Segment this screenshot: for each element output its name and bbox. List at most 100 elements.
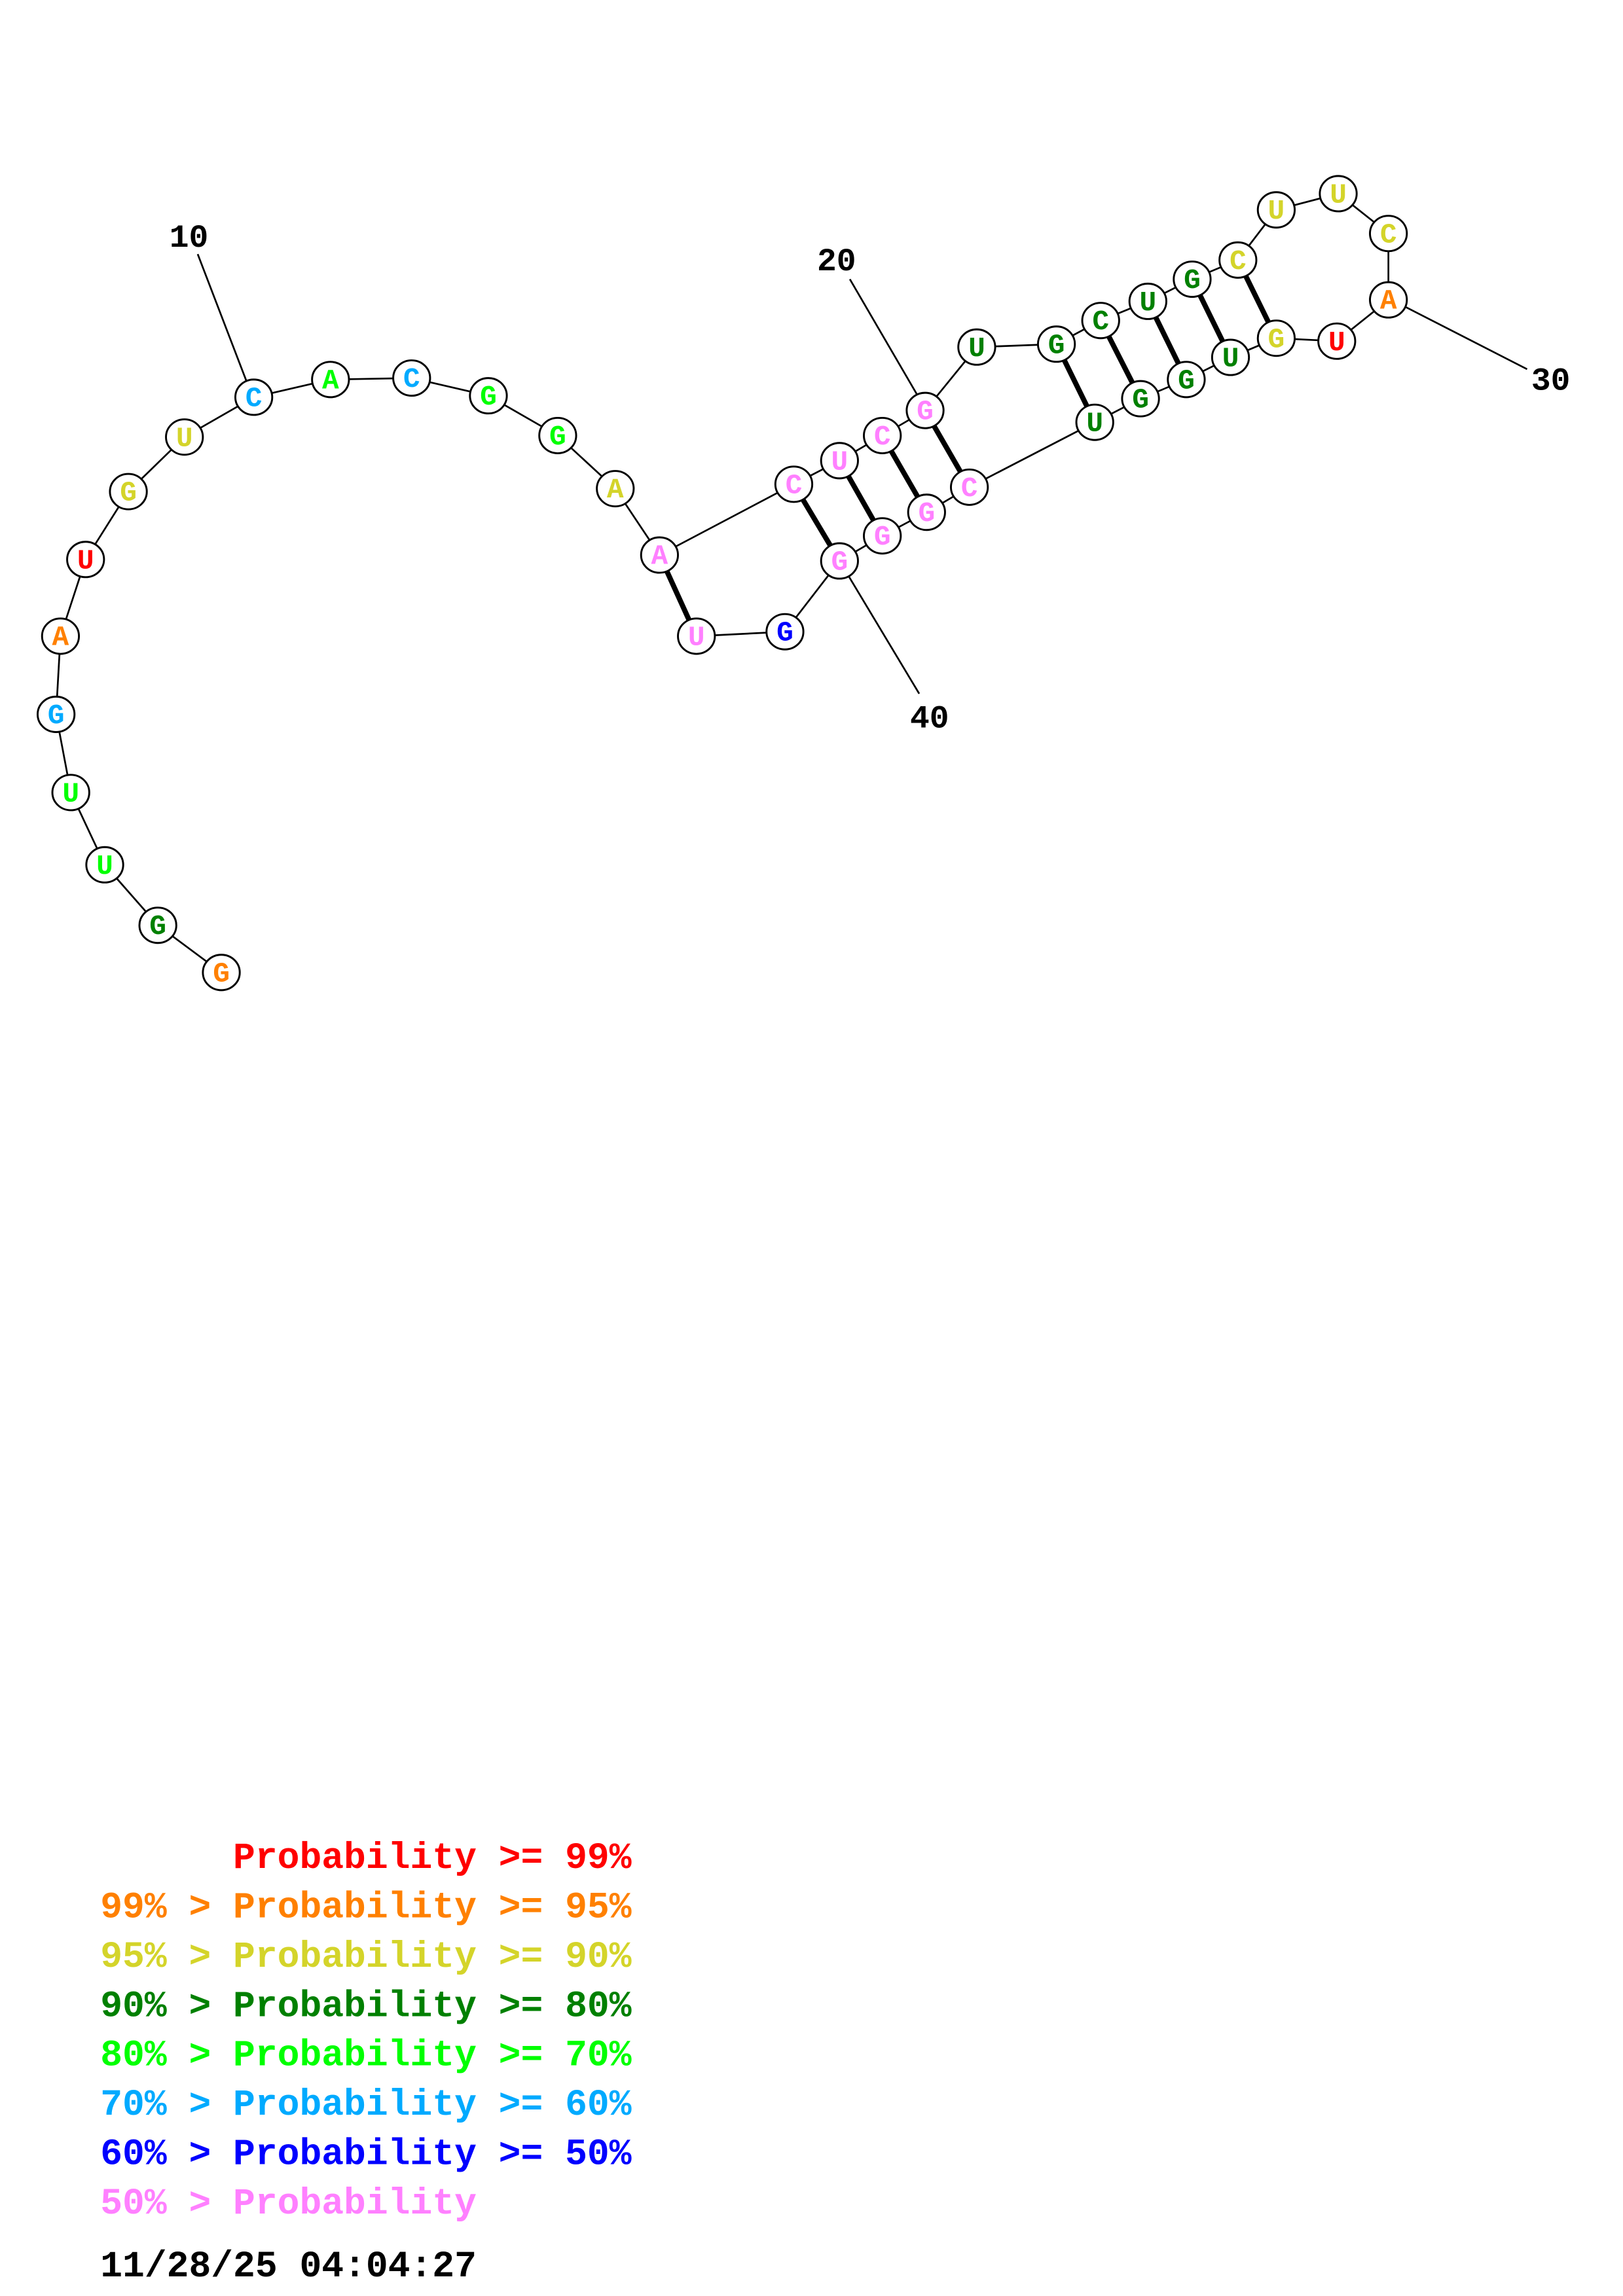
nucleotide-circle: [905, 391, 945, 429]
nucleotide-40: G: [820, 542, 859, 580]
nucleotide-letter: G: [213, 958, 230, 990]
nucleotide-circle: [1369, 215, 1408, 253]
nucleotide-circle: [1173, 260, 1212, 298]
nucleotide-19: C: [863, 416, 902, 455]
nucleotide-circle: [85, 846, 124, 884]
nucleotide-circle: [1036, 325, 1076, 363]
nucleotide-35: G: [1121, 380, 1160, 418]
nucleotide-circle: [957, 328, 996, 366]
nucleotide-letter: U: [1328, 327, 1345, 359]
nucleotide-27: U: [1256, 191, 1296, 229]
nucleotide-circle: [596, 470, 635, 508]
legend-entry: 80% > Probability >= 70%: [100, 2035, 631, 2077]
tick-label-40: 40: [910, 701, 949, 738]
tick-line-10: [196, 253, 247, 382]
legend-entry: 99% > Probability >= 95%: [100, 1886, 631, 1928]
nucleotide-circle: [1075, 403, 1114, 441]
legend-entry: 95% > Probability >= 90%: [100, 1936, 631, 1978]
nucleotide-circle: [1319, 175, 1358, 213]
tick-line-40: [847, 575, 921, 694]
nucleotide-circle: [677, 617, 716, 655]
legend-entry: 50% > Probability: [100, 2183, 477, 2225]
nucleotide-23: C: [1081, 302, 1120, 340]
nucleotide-37: C: [950, 468, 989, 506]
nucleotide-9: U: [165, 418, 204, 456]
nucleotide-circle: [863, 517, 902, 555]
nucleotide-41: G: [765, 613, 805, 651]
nucleotide-29: C: [1369, 215, 1408, 253]
nucleotide-33: U: [1211, 338, 1250, 376]
nucleotide-circle: [640, 536, 680, 574]
timestamp: 11/28/25 04:04:27: [100, 2246, 477, 2287]
nucleotide-11: A: [311, 361, 350, 399]
nucleotide-letter: G: [776, 617, 793, 649]
nucleotide-28: U: [1319, 175, 1358, 213]
nucleotide-circle: [66, 541, 105, 579]
nucleotide-circle: [1081, 302, 1120, 340]
nucleotide-letter: A: [52, 622, 69, 654]
nucleotide-15: A: [596, 470, 635, 508]
nucleotide-letter: G: [480, 381, 497, 413]
backbone-link: [969, 422, 1095, 488]
nucleotide-letter: C: [1230, 245, 1247, 278]
nucleotide-letter: U: [62, 778, 79, 810]
nucleotide-letter: A: [607, 474, 624, 506]
nucleotide-letter: C: [403, 363, 420, 395]
nucleotide-26: C: [1218, 241, 1258, 279]
nucleotide-circle: [392, 359, 431, 397]
nucleotide-circle: [1256, 319, 1296, 357]
nucleotide-16: A: [640, 536, 680, 574]
nucleotide-letter: U: [176, 422, 193, 454]
nucleotide-31: U: [1317, 322, 1357, 360]
nucleotide-24: U: [1128, 282, 1167, 320]
nucleotide-7: U: [66, 541, 105, 579]
nucleotide-36: U: [1075, 403, 1114, 441]
tick-line-20: [848, 278, 919, 397]
nucleotide-letter: G: [1268, 323, 1285, 355]
nucleotide-letter: U: [688, 622, 705, 654]
nucleotide-letter: U: [1330, 179, 1347, 211]
nucleotide-6: A: [41, 617, 81, 655]
nucleotide-letter: U: [1268, 195, 1285, 227]
nucleotide-letter: U: [1086, 408, 1103, 440]
nucleotide-letter: G: [120, 477, 137, 509]
nucleotide-38: G: [907, 493, 946, 531]
nucleotide-letter: U: [968, 332, 985, 365]
nucleotide-circle: [765, 613, 805, 651]
nucleotide-8: G: [109, 473, 148, 511]
legend-entry: 70% > Probability >= 60%: [100, 2084, 631, 2126]
nucleotide-letter: G: [549, 421, 566, 453]
nucleotide-14: G: [538, 416, 577, 455]
nucleotide-18: U: [820, 442, 859, 480]
nucleotide-circle: [820, 442, 859, 480]
nucleotide-circle: [37, 695, 76, 733]
nucleotide-letter: C: [786, 469, 803, 501]
tick-label-10: 10: [170, 220, 209, 257]
nucleotide-2: G: [138, 906, 177, 944]
nucleotide-17: C: [774, 465, 814, 503]
nucleotide-3: U: [85, 846, 124, 884]
nucleotide-32: G: [1256, 319, 1296, 357]
nucleotide-circle: [1317, 322, 1357, 360]
nucleotide-circle: [469, 377, 508, 415]
nucleotide-circle: [863, 416, 902, 455]
nucleotide-circle: [907, 493, 946, 531]
nucleotide-circle: [1128, 282, 1167, 320]
nucleotide-circle: [1121, 380, 1160, 418]
nucleotide-circle: [109, 473, 148, 511]
nucleotide-letter: C: [1092, 306, 1109, 338]
nucleotide-letter: U: [831, 446, 848, 478]
nucleotide-circle: [1167, 361, 1206, 399]
legend-entry: 90% > Probability >= 80%: [100, 1985, 631, 2027]
probability-legend: Probability >= 99%99% > Probability >= 9…: [100, 1837, 631, 2225]
nucleotide-5: G: [37, 695, 76, 733]
nucleotide-letter: G: [918, 497, 935, 529]
nucleotide-letter: U: [1222, 343, 1239, 375]
nucleotide-letter: C: [874, 421, 891, 453]
nucleotide-letter: A: [651, 541, 668, 573]
nucleotide-circle: [950, 468, 989, 506]
nucleotide-circle: [820, 542, 859, 580]
backbone-link: [659, 483, 795, 556]
nucleotide-circle: [1369, 281, 1408, 319]
nucleotide-circle: [234, 378, 274, 416]
